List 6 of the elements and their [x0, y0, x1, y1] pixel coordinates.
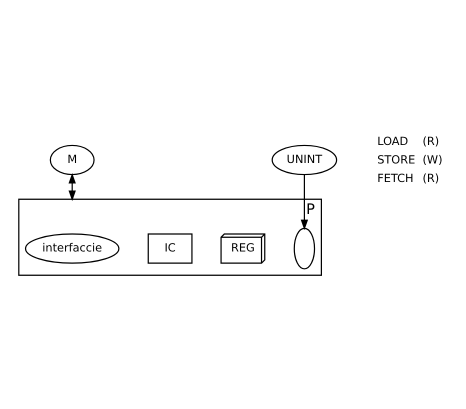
label: (R) — [422, 171, 440, 186]
label: LOAD — [377, 134, 408, 148]
label: (R) — [422, 134, 440, 148]
label: (W) — [422, 152, 443, 166]
label: FETCH — [377, 171, 414, 186]
label: STORE — [377, 152, 416, 166]
